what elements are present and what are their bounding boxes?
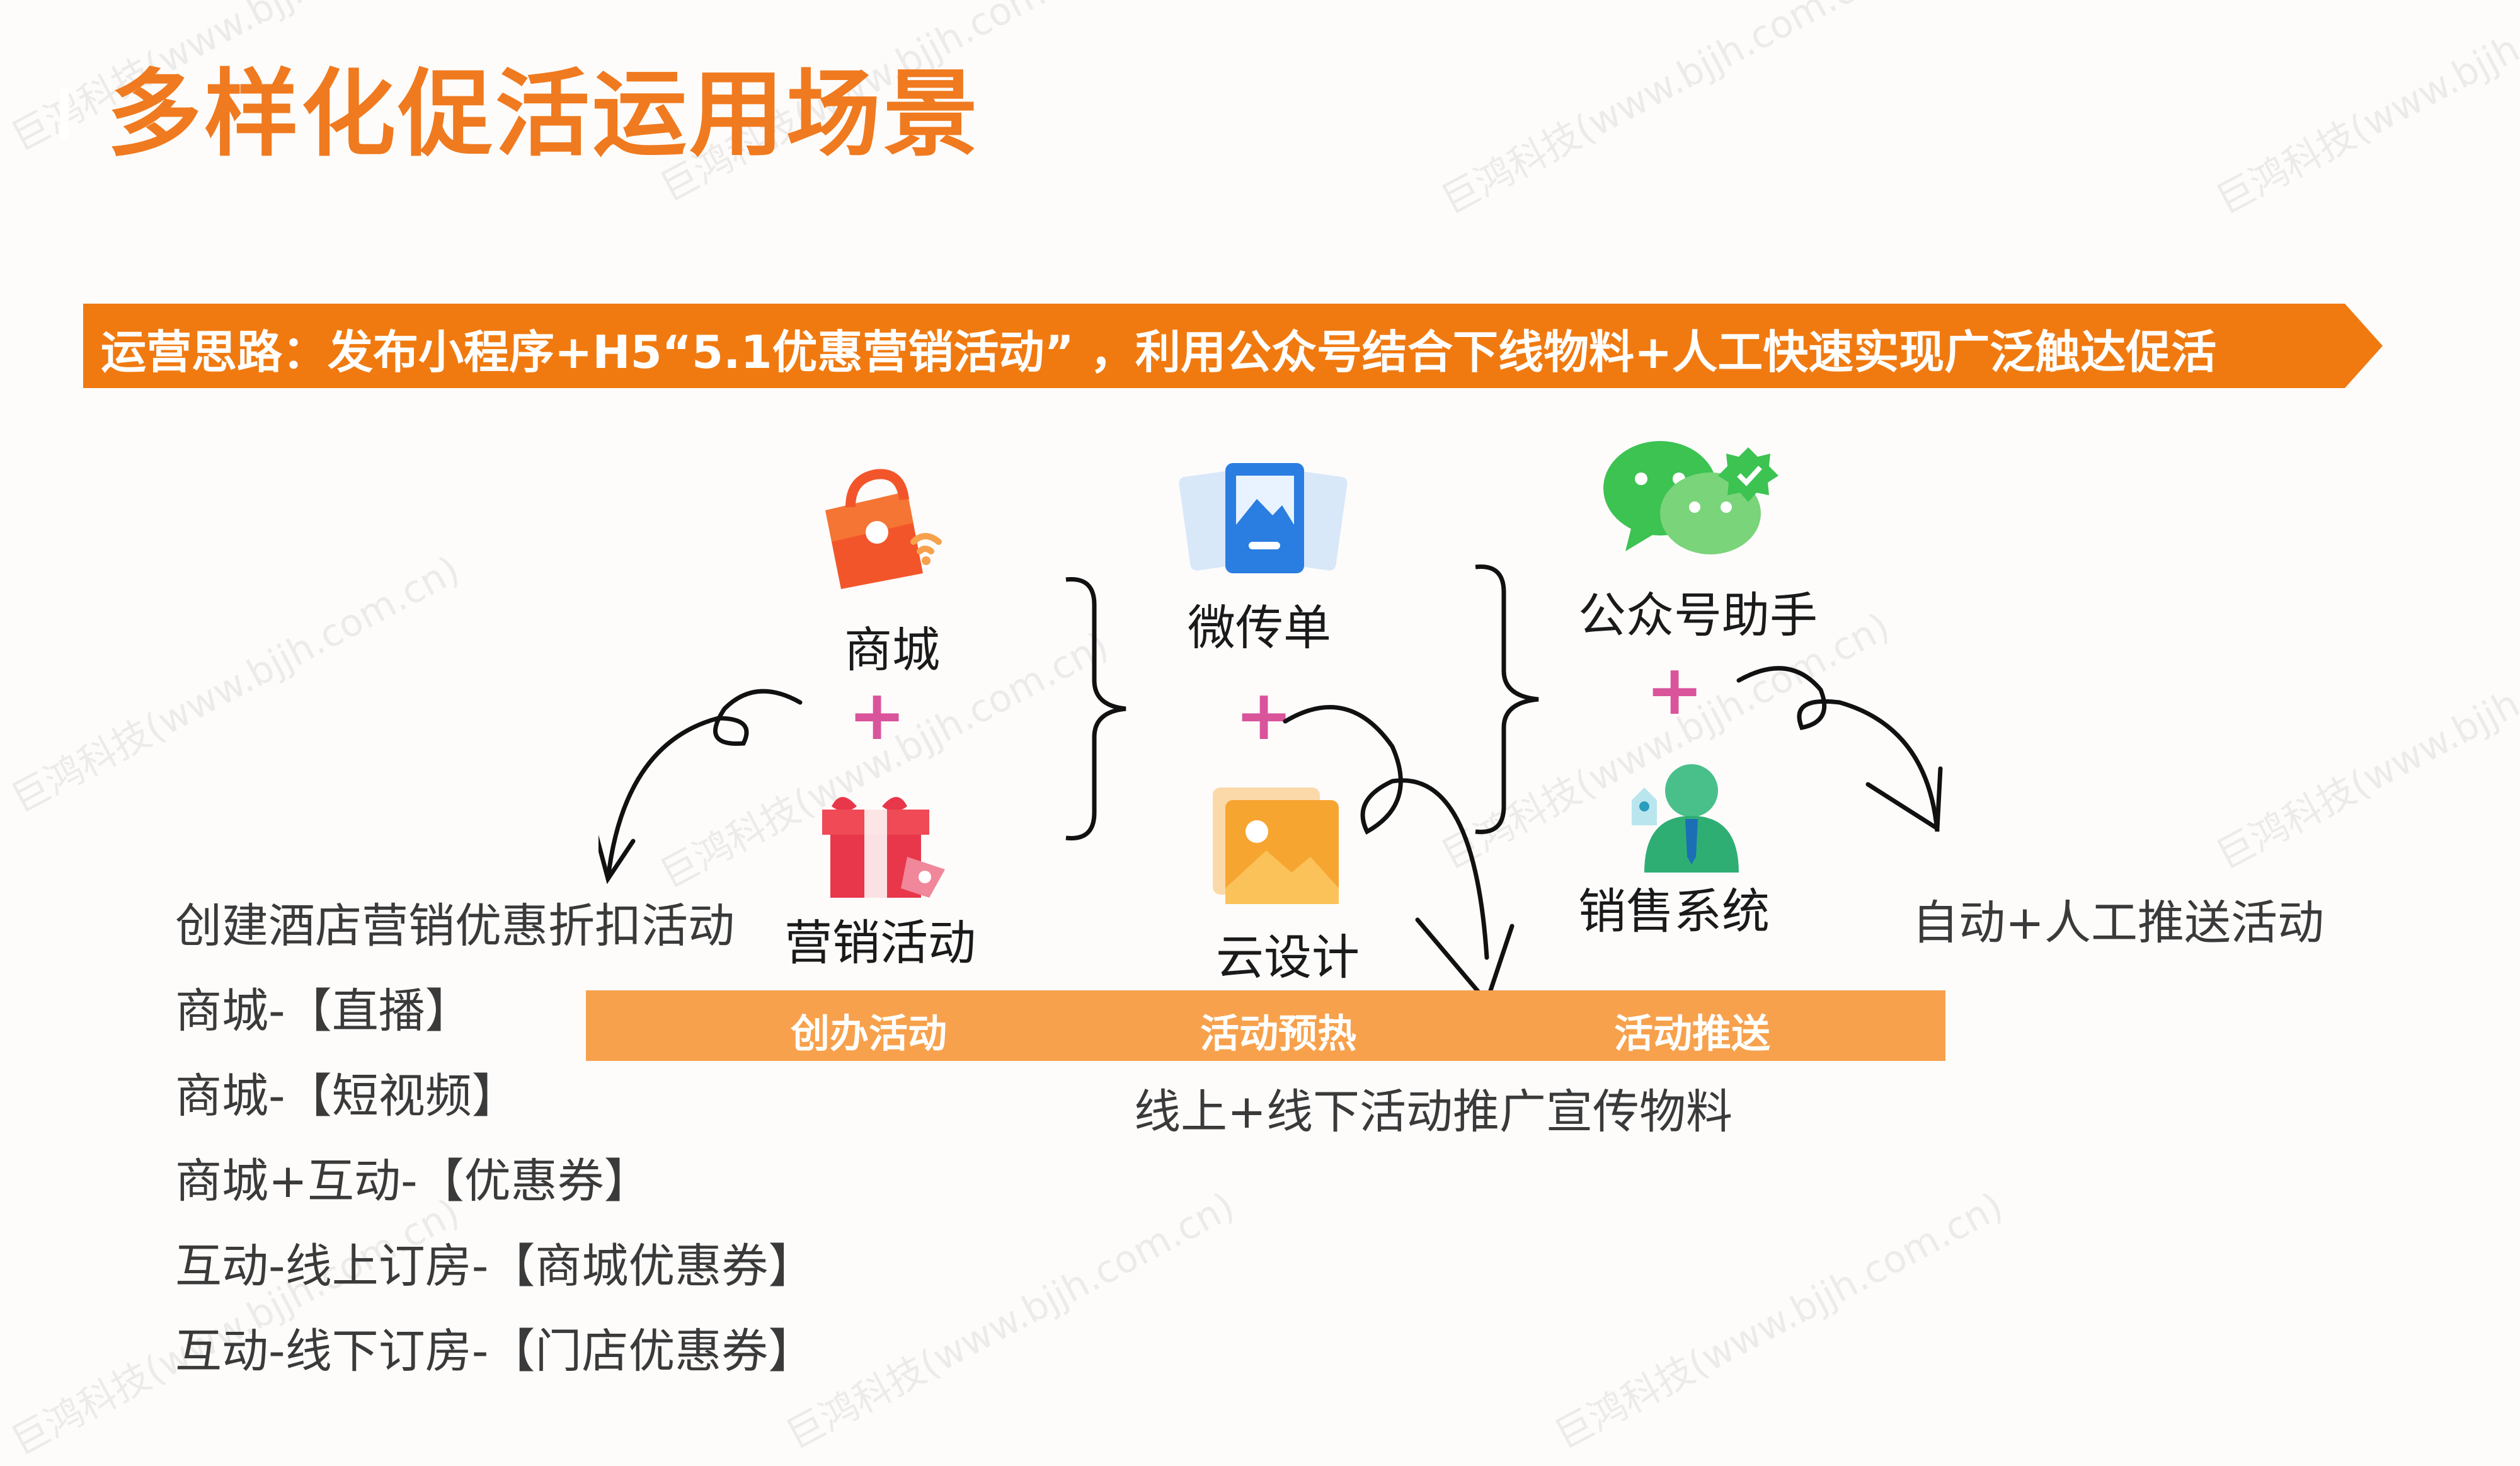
watermark: 巨鸿科技(www.bjjh.com.cn) xyxy=(779,1184,1242,1458)
label-mall: 商城 xyxy=(844,622,940,678)
banner-text: 运营思路：发布小程序+H5“5.1优惠营销活动” ，利用公众号结合下线物料+人工… xyxy=(101,326,2217,379)
watermark: 巨鸿科技(www.bjjh.com.cn) xyxy=(2209,0,2520,224)
bracket xyxy=(1475,564,1539,834)
promotion-materials-note: 线上+线下活动推广宣传物料 xyxy=(1134,1085,1733,1139)
shopping-bag-icon xyxy=(825,469,942,589)
banner-arrow xyxy=(83,304,2383,388)
list-item: 创建酒店营销优惠折扣活动 xyxy=(175,899,735,953)
auto-manual-push-note: 自动+人工推送活动 xyxy=(1912,896,2325,950)
bracket xyxy=(1065,577,1126,840)
label-cloud-design: 云设计 xyxy=(1216,929,1360,985)
sales-person-icon xyxy=(1632,764,1739,873)
stage-preheat-activity: 活动预热 xyxy=(1200,1011,1357,1057)
page-title: 多样化促活运用场景 xyxy=(107,60,981,169)
curved-arrow-icon xyxy=(1283,705,1515,1007)
watermark: 巨鸿科技(www.bjjh.com.cn) xyxy=(1434,0,1897,224)
list-item: 商城-【短视频】 xyxy=(175,1069,518,1123)
watermark: 巨鸿科技(www.bjjh.com.cn) xyxy=(1547,1184,2010,1458)
wechat-icon xyxy=(1603,441,1778,554)
curved-arrow-icon xyxy=(1736,666,1943,832)
list-item: 商城-【直播】 xyxy=(175,984,472,1038)
flyer-icon xyxy=(1179,463,1348,573)
image-design-icon xyxy=(1213,787,1339,904)
stage-push-activity: 活动推送 xyxy=(1614,1011,1771,1057)
plus-icon: + xyxy=(848,675,907,755)
plus-icon: + xyxy=(1235,675,1293,755)
label-official-account-assistant: 公众号助手 xyxy=(1578,587,1818,643)
plus-icon: + xyxy=(1646,650,1704,730)
label-flyer: 微传单 xyxy=(1188,600,1331,656)
gift-box-icon xyxy=(822,797,945,898)
list-item: 商城+互动-【优惠券】 xyxy=(175,1154,651,1208)
watermark: 巨鸿科技(www.bjjh.com.cn) xyxy=(4,547,467,822)
watermark: 巨鸿科技(www.bjjh.com.cn) xyxy=(2209,604,2520,879)
label-marketing: 营销活动 xyxy=(784,915,976,971)
stage-create-activity: 创办活动 xyxy=(791,1011,948,1057)
stage-bar xyxy=(586,990,1945,1061)
list-item: 互动-线下订房-【门店优惠券】 xyxy=(175,1324,815,1378)
title-marker xyxy=(60,88,69,139)
list-item: 互动-线上订房-【商城优惠券】 xyxy=(175,1239,815,1293)
label-sales-system: 销售系统 xyxy=(1578,883,1770,939)
curved-arrow-icon xyxy=(598,689,803,885)
